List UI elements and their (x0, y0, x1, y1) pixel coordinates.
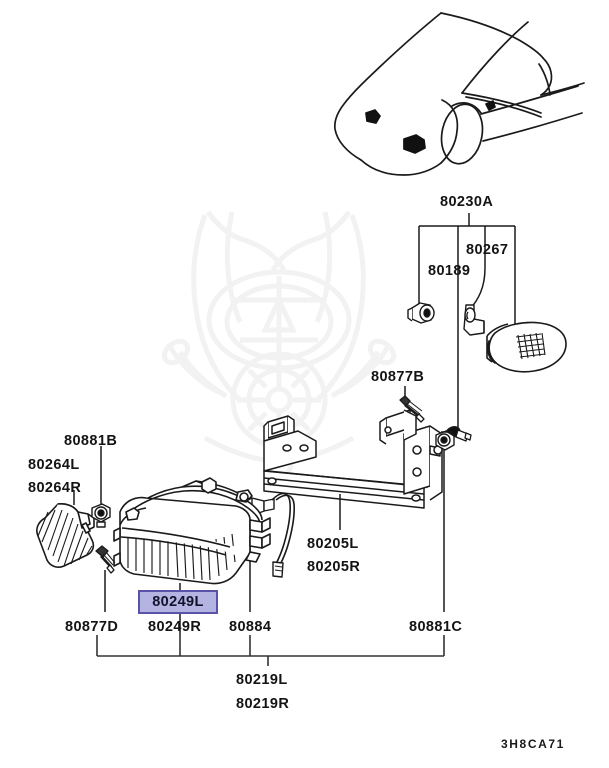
part-80877b-screw (399, 395, 425, 423)
label-80219l: 80219L (236, 672, 288, 688)
part-80264-corner-lamp (36, 503, 95, 568)
label-80219r: 80219R (236, 696, 290, 712)
part-80881b-nut (91, 503, 111, 528)
vehicle-illustration (333, 12, 585, 176)
label-80264r: 80264R (28, 480, 82, 496)
part-80205-bracket (263, 409, 443, 509)
label-80264l: 80264L (28, 457, 80, 473)
part-80230a-lamp (486, 321, 567, 373)
label-80249l-highlighted[interactable]: 80249L (152, 594, 204, 610)
leader-80267 (469, 267, 486, 310)
label-80267: 80267 (466, 242, 509, 258)
bracket-80219 (96, 635, 445, 666)
label-80205r: 80205R (307, 559, 361, 575)
part-80877d-screw (95, 545, 116, 574)
part-80249l-fog-lamp (113, 477, 271, 585)
label-80881c: 80881C (409, 619, 463, 635)
label-80249r: 80249R (148, 619, 202, 635)
label-80884: 80884 (229, 619, 272, 635)
label-80230a: 80230A (440, 194, 494, 210)
bracket-80230a (418, 213, 516, 430)
label-80189: 80189 (428, 263, 471, 279)
part-80267-clip (463, 304, 485, 336)
figure-code: 3H8CA71 (501, 737, 565, 751)
label-80881b: 80881B (64, 433, 118, 449)
part-80881c-nut (435, 430, 455, 451)
label-80877d: 80877D (65, 619, 119, 635)
part-80230-socket (407, 302, 435, 324)
label-80877b: 80877B (371, 369, 425, 385)
highlight-box-80249l[interactable] (138, 590, 218, 614)
label-80205l: 80205L (307, 536, 359, 552)
